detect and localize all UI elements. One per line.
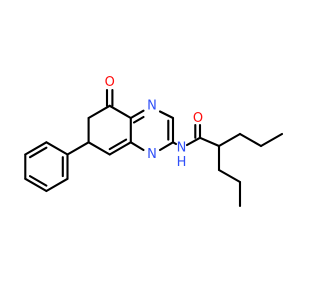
ketone-group: [105, 88, 114, 107]
molecule-canvas: O N N N H O: [24, 75, 284, 208]
ring-nitrogen-bottom-label: N: [147, 147, 157, 162]
cyclohexanone-ring: [87, 104, 132, 156]
pyrimidine-ring: [129, 109, 175, 152]
phenyl-link-bond: [66, 141, 90, 156]
ketone-oxygen-label: O: [105, 75, 115, 90]
amide-oxygen-label: O: [193, 111, 203, 126]
structure-diagram: O N N N H O: [24, 75, 284, 208]
amide-linkage: [171, 123, 221, 148]
ring-nitrogen-top-label: N: [147, 98, 157, 113]
amide-hydrogen-label: H: [177, 155, 187, 170]
amide-nitrogen-label: N: [177, 141, 187, 156]
propyl-chain-upper: [217, 132, 284, 148]
propyl-chain-lower: [217, 144, 242, 208]
phenyl-ring: [24, 141, 69, 193]
